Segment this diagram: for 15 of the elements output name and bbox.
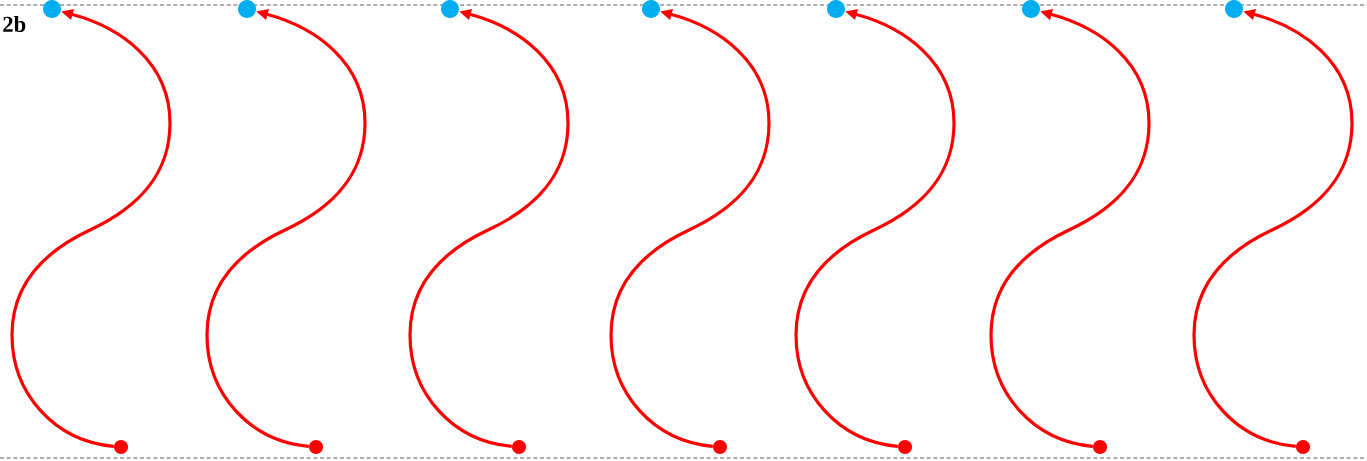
end-dot [1022,0,1040,18]
end-dot [43,0,61,18]
start-dot [898,440,912,454]
start-dot [309,440,323,454]
end-dot [642,0,660,18]
end-dot [1225,0,1243,18]
start-dot [713,440,727,454]
panel-label: 2b [3,16,26,32]
end-dot [441,0,459,18]
start-dot [114,440,128,454]
end-dot [827,0,845,18]
start-dot [1093,440,1107,454]
start-dot [1296,440,1310,454]
end-dot [238,0,256,18]
start-dot [512,440,526,454]
